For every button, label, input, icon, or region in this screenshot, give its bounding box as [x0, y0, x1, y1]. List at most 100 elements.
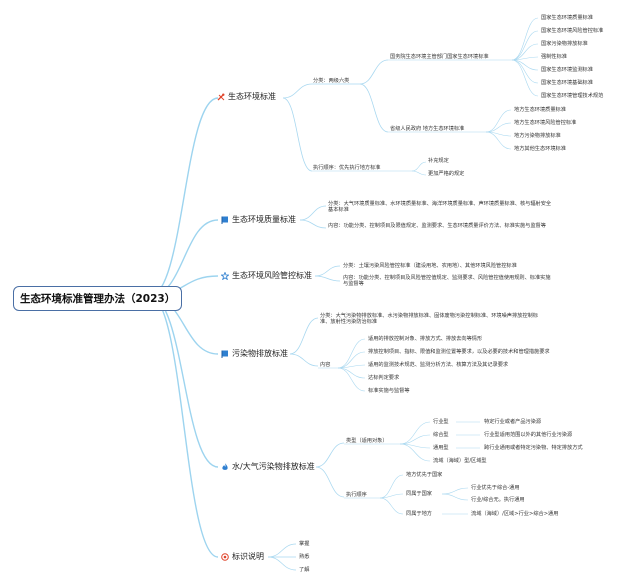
b1-local-item: 地方其他生态环境标准 [514, 146, 566, 152]
connector-line [315, 442, 345, 468]
b5-type-desc: 特定行业或者产品污染源 [484, 419, 542, 425]
connector-line [359, 83, 389, 133]
connector-line [379, 497, 404, 515]
connector-line [337, 364, 366, 369]
b1-national-item: 国家生态环境质量标准 [541, 15, 593, 21]
b1-order: 执行顺序：优先执行地方标准 [313, 165, 381, 171]
b1-order-item: 更加严格的规定 [428, 171, 465, 177]
connector-line [314, 275, 341, 282]
connector-line [511, 56, 539, 61]
b1-fenlei: 分类：两级六类 [313, 78, 350, 84]
connector-line [299, 219, 327, 229]
connector-line [282, 97, 313, 172]
connector-line [511, 17, 539, 61]
b1-local-item: 地方生态环境风险管控标准 [514, 120, 577, 126]
connector-line [511, 30, 539, 61]
b5-type-desc: 跨行业通用或者特定污染物、特定排放方式 [484, 445, 583, 451]
branch-standards: 生态环境标准 [217, 92, 276, 102]
connector-line [485, 122, 512, 133]
b4-content-item: 适用的排放控制对象、排放方式、排放去向等情形 [368, 336, 483, 342]
branch-connector [149, 97, 219, 297]
connector-line [337, 338, 366, 369]
star-icon [220, 271, 230, 281]
branch-water-air: 水/大气污染物排放标准 [221, 462, 315, 472]
b5-type: 类型（适用对象） [346, 438, 388, 444]
connector-line [441, 487, 469, 495]
b4-content-item: 适用的监测技术规范、监测分析方法、核算方法及其记录要求 [368, 362, 509, 368]
b4-content-item: 排放控制项目、指标、限值和监测位置等要求，以及必要的技术和管理措施要求 [368, 349, 550, 355]
b6-legend-item: 熟悉 [299, 554, 310, 560]
b4-fenlei: 分类：大气污染物排放标准、水污染物排放标准、固体废物污染控制标准、环境噪声排放控… [320, 313, 538, 325]
branch-emission: 污染物排放标准 [221, 349, 288, 359]
branch-label: 水/大气污染物排放标准 [232, 462, 315, 471]
connector-line [399, 434, 431, 445]
b5-order-name: 同属于地方 [406, 511, 432, 517]
b5-type-desc: 行业型适用范围以外的其他行业污染源 [484, 432, 573, 438]
flag-icon [221, 216, 229, 224]
b2-neirong: 内容：功能分类、控制项目及限值规定、监测要求、生态环境质量评价方法、标准实施与监… [328, 223, 546, 229]
connector-line [511, 59, 539, 97]
branch-label: 生态环境风险管控标准 [232, 271, 312, 280]
connector-line [379, 493, 404, 499]
connector-line [399, 421, 431, 445]
connector-line [485, 131, 512, 150]
b5-type-name: 通用型 [433, 445, 449, 451]
b5-order-sub: 流域（海域）/区域>行业>综合>通用 [471, 511, 559, 517]
b1-local-item: 地方污染物排放标准 [514, 133, 561, 139]
b4-content-item: 达标判定要求 [368, 375, 400, 381]
connector-line [411, 161, 427, 172]
connector-line [337, 351, 366, 369]
branch-quality: 生态环境质量标准 [221, 215, 296, 225]
b1-national-item: 国家生态环境管理技术规范 [541, 93, 604, 99]
branch-label: 生态环境标准 [228, 92, 276, 101]
connector-line [267, 543, 297, 558]
connector-line [411, 170, 427, 176]
b5-order-name: 地方优先于国家 [406, 472, 443, 478]
b5-order-name: 同属于国家 [406, 491, 432, 497]
b3-neirong: 内容：功能分类、控制项目及风险管控值规定、监测要求、风险管控值使用规则、标准实施… [343, 275, 551, 287]
branch-label: 污染物排放标准 [232, 349, 288, 358]
branch-risk: 生态环境风险管控标准 [220, 271, 312, 281]
connector-line [315, 466, 345, 498]
b5-order-sub: 行业/综合无。执行通用 [471, 497, 525, 503]
connector-line [267, 556, 297, 571]
b1-local: 省级人民政府 地方生态环境标准 [390, 126, 465, 132]
b5-type-name: 综合型 [433, 432, 449, 438]
b4-neirong: 内容 [320, 362, 331, 368]
b1-national-item: 国家生态环境风险管控标准 [541, 28, 604, 34]
connector-line [337, 367, 366, 392]
b1-national: 国务院生态环境主管部门国家生态环境标准 [390, 54, 489, 60]
b4-content-item: 标准实施与监督等 [368, 388, 410, 394]
connector-line [282, 83, 313, 99]
b1-national-item: 国家生态环境监测标准 [541, 67, 593, 73]
connector-line [314, 265, 341, 277]
connector-line [511, 59, 539, 84]
connector-line [511, 43, 539, 61]
b1-national-item: 国家污染物排放标准 [541, 41, 588, 47]
b5-type-name: 行业型 [433, 419, 449, 425]
b1-order-item: 补充规定 [428, 158, 449, 164]
badge-icon [221, 553, 229, 561]
b1-national-item: 国家生态环境基础标准 [541, 80, 593, 86]
b2-fenlei: 分类：大气环境质量标准、水环境质量标准、海洋环境质量标准、声环境质量标准、核与辐… [328, 201, 552, 213]
b5-order: 执行顺序 [346, 492, 367, 498]
branch-connector [149, 295, 219, 558]
b6-legend-item: 了解 [299, 567, 310, 573]
b5-type-name: 流域（海域）型/区域型 [433, 458, 487, 464]
branch-legend: 标识说明 [221, 552, 264, 562]
connector-line [485, 109, 512, 133]
b3-fenlei: 分类：土壤污染风险管控标准（建设用地、农用地）、其他环境风险管控标准 [343, 263, 517, 269]
connector-line [441, 493, 469, 501]
connector-line [337, 367, 366, 379]
branch-label: 标识说明 [232, 552, 264, 561]
connector-line [399, 443, 431, 462]
b1-local-item: 地方生态环境质量标准 [514, 107, 566, 113]
branch-connector [149, 219, 219, 297]
root-node: 生态环境标准管理办法（2023） [13, 286, 183, 311]
flame-icon [221, 463, 229, 471]
branch-label: 生态环境质量标准 [232, 215, 296, 224]
connector-line [359, 59, 389, 85]
b5-order-sub: 行业优先于综合-通用 [471, 485, 520, 491]
b6-legend-item: 掌握 [299, 541, 310, 547]
connector-line [379, 474, 404, 499]
